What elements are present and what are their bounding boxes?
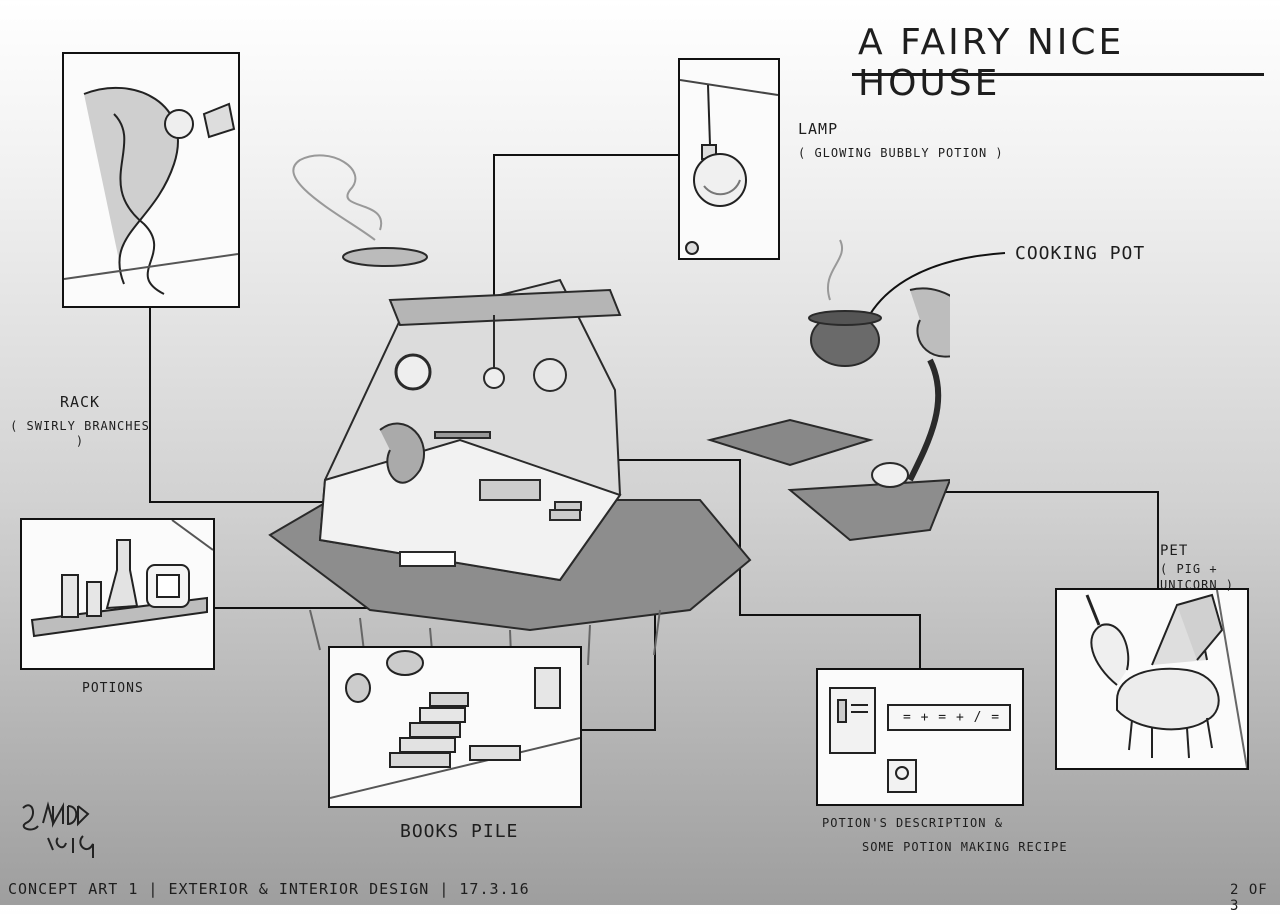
title-underline (852, 73, 1264, 76)
books-detail-panel (328, 646, 582, 808)
lamp-label: LAMP (798, 120, 839, 138)
recipe-detail-panel: = + = + / = (816, 668, 1024, 806)
footer-caption: CONCEPT ART 1 | EXTERIOR & INTERIOR DESI… (8, 880, 530, 898)
recipe-line-2: SOME POTION MAKING RECIPE (862, 839, 1068, 854)
recipe-formula: = + = + / = (903, 710, 1001, 725)
pet-sublabel: ( PIG + UNICORN ) (1160, 562, 1235, 592)
rack-callout: RACK ( SWIRLY BRANCHES ) (10, 393, 150, 450)
page-title: A FAIRY NICE HOUSE (858, 22, 1125, 104)
recipe-line-1: POTION'S DESCRIPTION & (822, 816, 1003, 830)
fairy-house-illustration (268, 154, 950, 681)
recipe-sketch (829, 687, 1011, 793)
rack-sketch (64, 86, 238, 295)
rack-detail-panel (62, 52, 240, 308)
pet-callout: PET ( PIG + UNICORN ) (1160, 542, 1280, 593)
artist-signature (22, 801, 94, 858)
pet-sketch (1085, 590, 1247, 768)
cooking-pot-label: COOKING POT (1015, 243, 1146, 264)
rack-label: RACK (59, 393, 101, 411)
rack-sublabel: ( SWIRLY BRANCHES ) (10, 418, 150, 449)
lamp-sublabel: ( GLOWING BUBBLY POTION ) (798, 145, 1004, 160)
books-label: BOOKS PILE (400, 821, 519, 842)
lamp-detail-panel (678, 58, 780, 260)
page-number: 2 OF 3 (1230, 882, 1268, 914)
books-sketch (330, 650, 580, 799)
pet-label: PET (1160, 543, 1189, 559)
pet-detail-panel (1055, 588, 1249, 770)
recipe-callout: POTION'S DESCRIPTION & SOME POTION MAKIN… (822, 816, 1068, 855)
potions-detail-panel (20, 518, 215, 670)
potions-label: POTIONS (82, 681, 144, 696)
potions-sketch (30, 520, 213, 638)
lamp-sketch (680, 79, 778, 255)
lamp-callout: LAMP ( GLOWING BUBBLY POTION ) (798, 120, 1004, 161)
